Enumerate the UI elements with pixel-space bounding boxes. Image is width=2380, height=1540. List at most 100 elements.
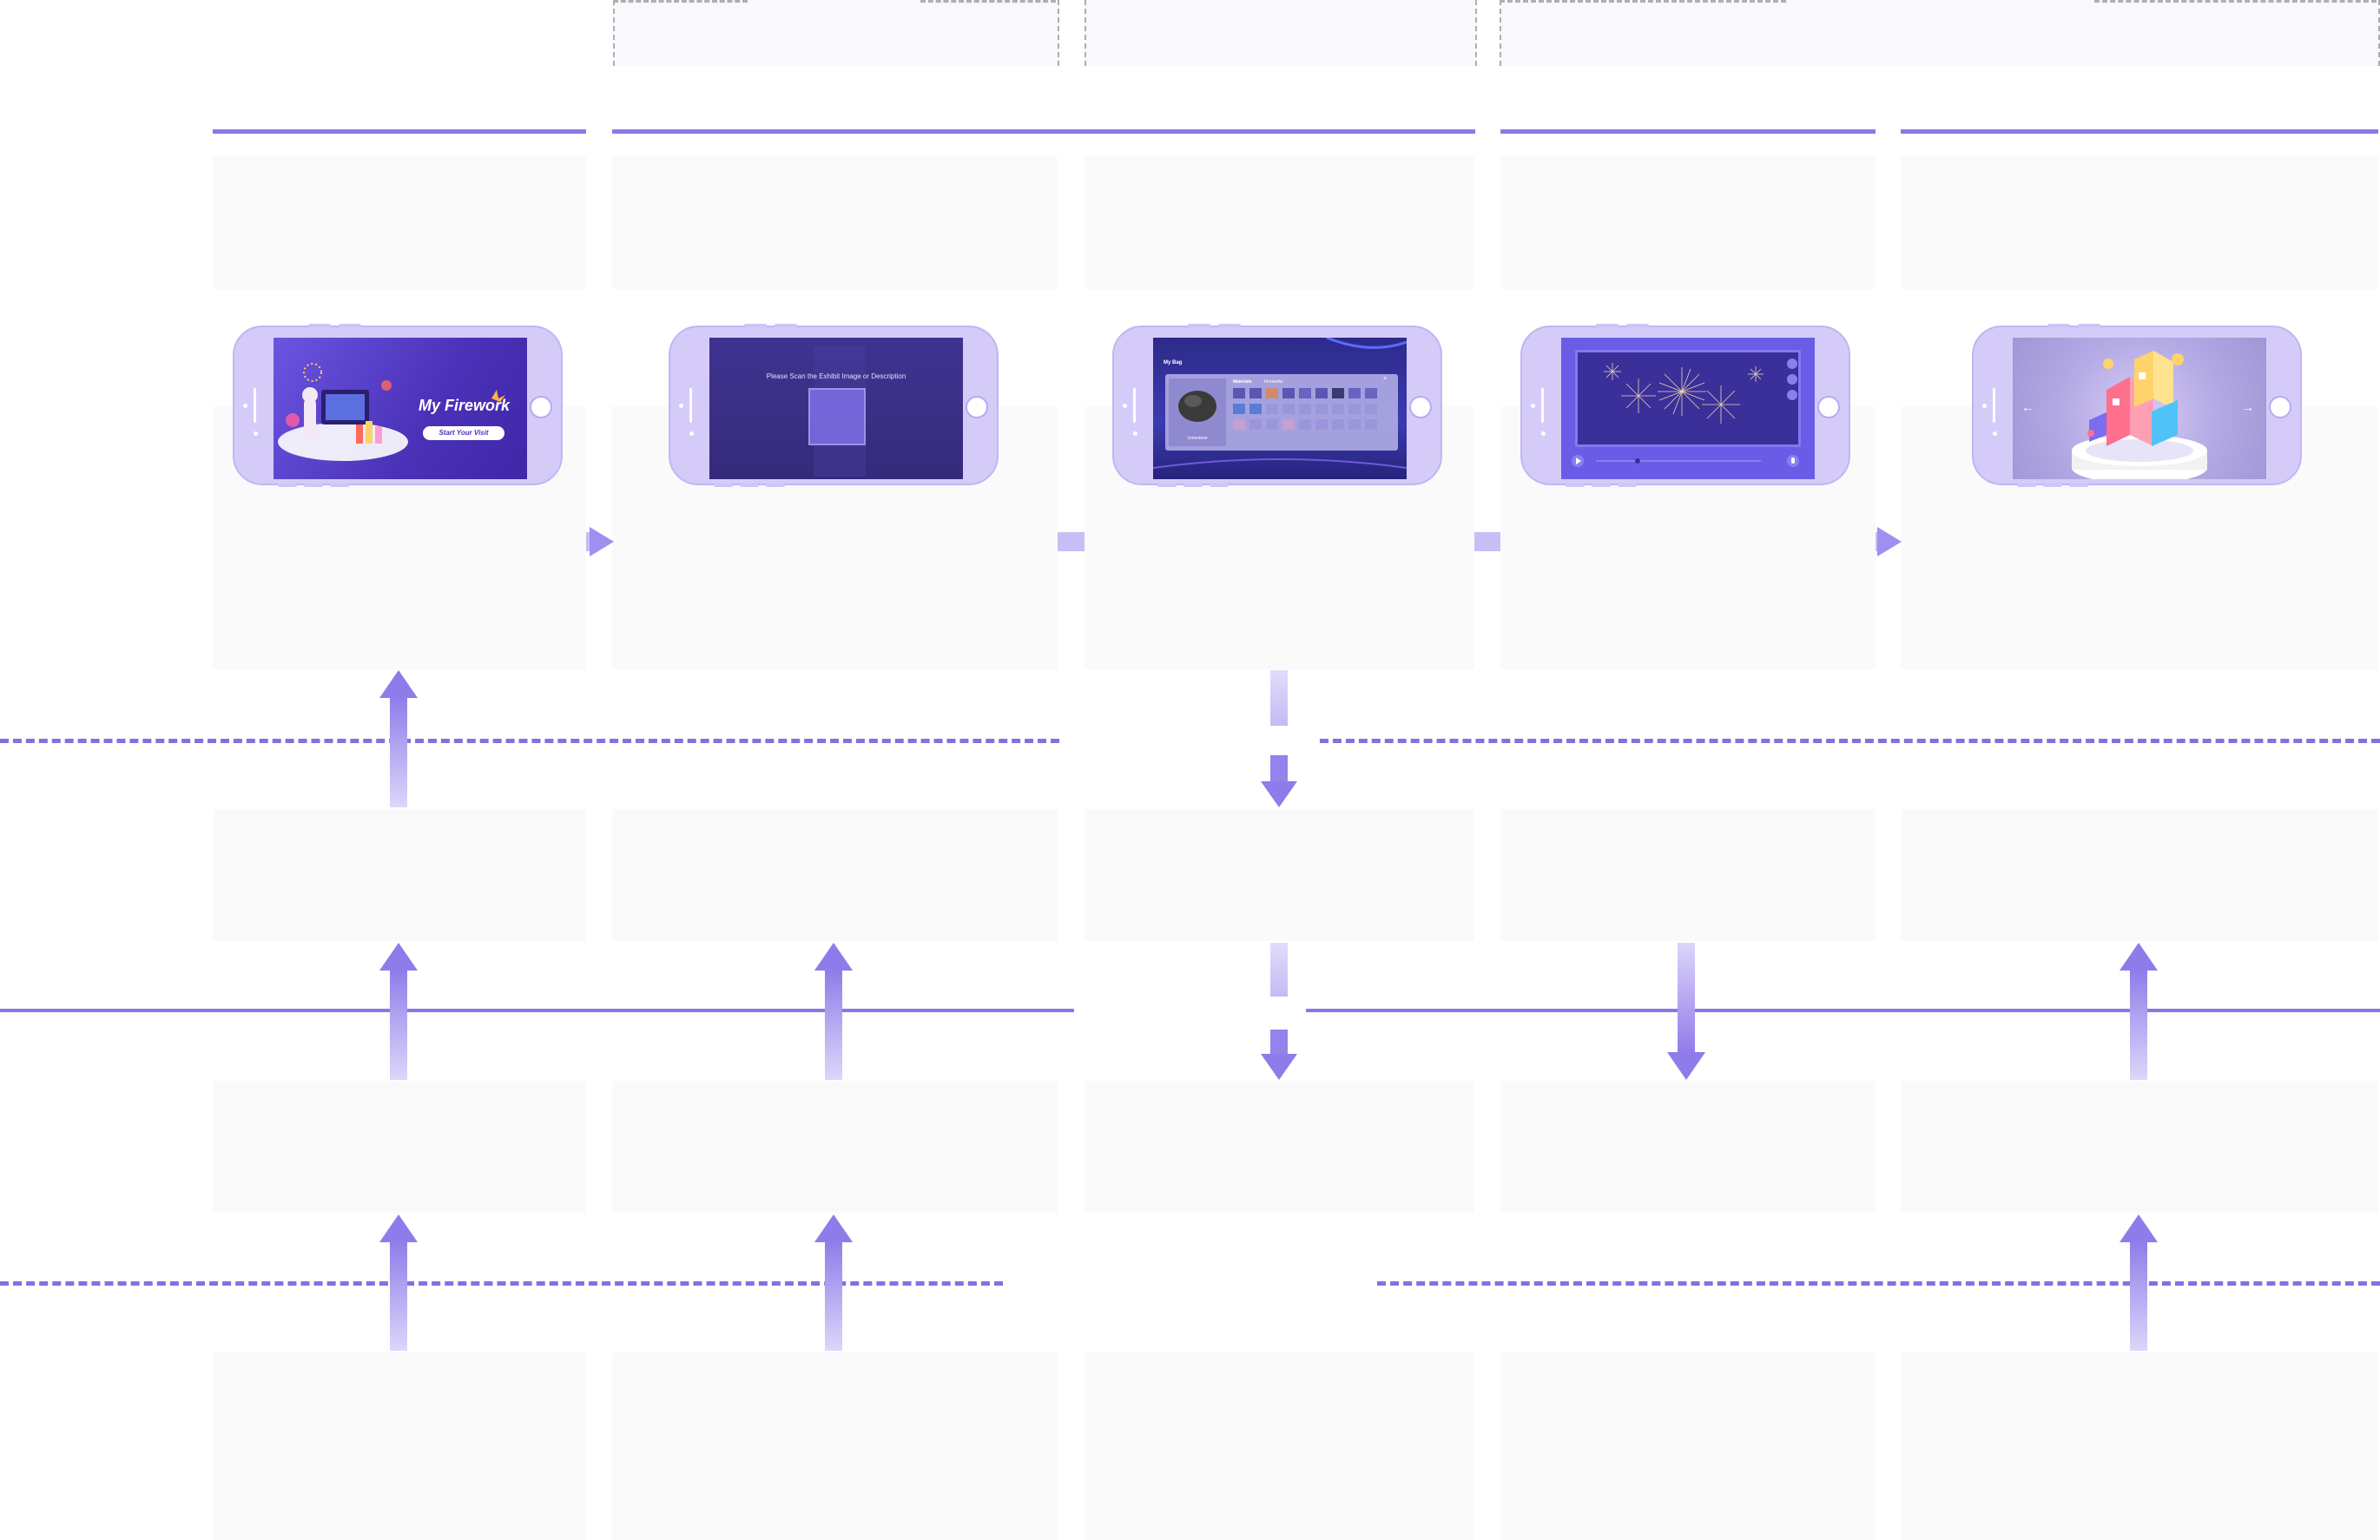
welcome-screen: My Firework Start Your Visit: [274, 338, 527, 479]
microphone-icon[interactable]: [1787, 455, 1799, 467]
grid-slot[interactable]: [1282, 404, 1295, 414]
app-title: My Firework: [419, 397, 511, 414]
grid-slot[interactable]: [1332, 404, 1344, 414]
grid-slot[interactable]: [1332, 419, 1344, 430]
top-group-box-1-dash-left: [613, 0, 748, 3]
welcome-illustration: [278, 363, 505, 461]
bag-title: My Bag: [1164, 360, 1183, 365]
stage-line-3: [1500, 129, 1876, 134]
phone-result: ← →: [1972, 324, 2302, 487]
bag-screen: My Bag Limestone Materials Fireworks ×: [1153, 338, 1407, 479]
cell-r1-c1: [213, 156, 586, 289]
home-button: [966, 396, 988, 418]
cell-r4-c4: [1500, 1081, 1876, 1213]
cell-r4-c3: [1085, 1081, 1474, 1213]
top-group-box-3: [1500, 0, 2380, 66]
cell-r5-c1: [213, 1352, 586, 1540]
cell-r1-c5: [1901, 156, 2378, 289]
play-icon[interactable]: [1572, 455, 1584, 467]
grid-slot[interactable]: [1348, 388, 1361, 398]
cell-r5-c3: [1085, 1352, 1474, 1540]
grid-slot[interactable]: [1332, 388, 1344, 398]
fireworks-image: [1604, 363, 1764, 424]
top-group-box-3-dash-left: [1500, 0, 1786, 3]
cell-r5-c5: [1901, 1352, 2378, 1540]
grid-slot[interactable]: [1348, 419, 1361, 430]
grid-slot[interactable]: [1249, 419, 1262, 430]
grid-slot[interactable]: [1282, 419, 1295, 430]
grid-slot[interactable]: [1299, 388, 1311, 398]
arrow-up-r5-r4-c5: [2120, 1214, 2158, 1351]
arrow-down-r3-r4-c3: [1261, 943, 1297, 1080]
grid-slot[interactable]: [1233, 388, 1245, 398]
line-of-visibility-left: [0, 1009, 1074, 1012]
cell-r4-c2: [612, 1081, 1058, 1213]
phone-welcome: My Firework Start Your Visit: [233, 324, 563, 487]
stage-line-4: [1901, 129, 2378, 134]
cell-r5-c4: [1500, 1352, 1876, 1540]
top-group-box-2: [1085, 0, 1477, 66]
flow-arrow-2-3: [1058, 532, 1085, 551]
phone-bag: My Bag Limestone Materials Fireworks ×: [1112, 324, 1442, 487]
playback-slider[interactable]: [1596, 458, 1761, 464]
grid-slot[interactable]: [1249, 404, 1262, 414]
grid-slot[interactable]: [1315, 388, 1328, 398]
arrow-right-icon[interactable]: →: [2242, 400, 2254, 414]
close-icon[interactable]: ×: [1383, 376, 1388, 382]
line-of-visibility-right: [1306, 1009, 2380, 1012]
cell-r4-c5: [1901, 1081, 2378, 1213]
bag-background: [1153, 338, 1407, 469]
item-preview: Limestone: [1169, 378, 1226, 446]
tab-materials[interactable]: Materials: [1233, 379, 1252, 385]
arrow-up-r4-r3-c1: [379, 943, 418, 1080]
fireworks-screen: [1561, 338, 1815, 479]
save-icon[interactable]: [1787, 374, 1797, 385]
item-caption: Limestone: [1187, 436, 1208, 441]
scan-frame[interactable]: [808, 388, 866, 445]
grid-slot[interactable]: [1233, 419, 1245, 430]
edit-icon[interactable]: [1787, 390, 1797, 400]
arrow-up-r5-r4-c2: [814, 1214, 853, 1351]
arrow-left-icon[interactable]: ←: [2021, 400, 2034, 414]
grid-slot[interactable]: [1249, 388, 1262, 398]
grid-slot[interactable]: [1233, 404, 1245, 414]
cell-r5-c2: [612, 1352, 1058, 1540]
grid-slot[interactable]: [1315, 404, 1328, 414]
stage-line-1: [213, 129, 586, 134]
tab-fireworks[interactable]: Fireworks: [1264, 379, 1283, 385]
share-icon[interactable]: [1787, 359, 1797, 369]
home-button: [1409, 396, 1432, 418]
grid-slot[interactable]: [1348, 404, 1361, 414]
start-visit-button[interactable]: Start Your Visit: [423, 426, 504, 440]
flow-arrow-4-5: [1876, 527, 1902, 556]
firework-product-image: [2072, 351, 2207, 479]
grid-slot[interactable]: [1315, 419, 1328, 430]
phone-fireworks: [1520, 324, 1850, 487]
grid-slot[interactable]: [1365, 404, 1377, 414]
grid-slot[interactable]: [1365, 419, 1377, 430]
stage-line-2: [612, 129, 1475, 134]
arrow-down-r2-r3-c3: [1261, 670, 1297, 807]
cell-r3-c5: [1901, 809, 2378, 941]
grid-slot[interactable]: [1299, 419, 1311, 430]
cell-r1-c2: [612, 156, 1058, 289]
line-of-interaction-left: [0, 739, 1059, 743]
grid-slot[interactable]: [1365, 388, 1377, 398]
grid-slot[interactable]: [1266, 404, 1278, 414]
line-of-internal-interaction-left: [0, 1281, 1003, 1286]
home-button: [530, 396, 552, 418]
cell-r4-c1: [213, 1081, 586, 1213]
flow-arrow-1-2: [586, 527, 614, 556]
scan-prompt: Please Scan the Exhibit Image or Descrip…: [766, 372, 907, 380]
arrow-down-r3-r4-c4: [1667, 943, 1705, 1080]
grid-slot[interactable]: [1266, 419, 1278, 430]
cell-r3-c3: [1085, 809, 1474, 941]
cell-r3-c2: [612, 809, 1058, 941]
cell-r3-c1: [213, 809, 586, 941]
grid-slot[interactable]: [1299, 404, 1311, 414]
grid-slot[interactable]: [1282, 388, 1295, 398]
limestone-image: [1178, 391, 1216, 422]
cell-r3-c4: [1500, 809, 1876, 941]
scan-screen: Please Scan the Exhibit Image or Descrip…: [709, 338, 963, 479]
grid-slot[interactable]: [1266, 388, 1278, 398]
